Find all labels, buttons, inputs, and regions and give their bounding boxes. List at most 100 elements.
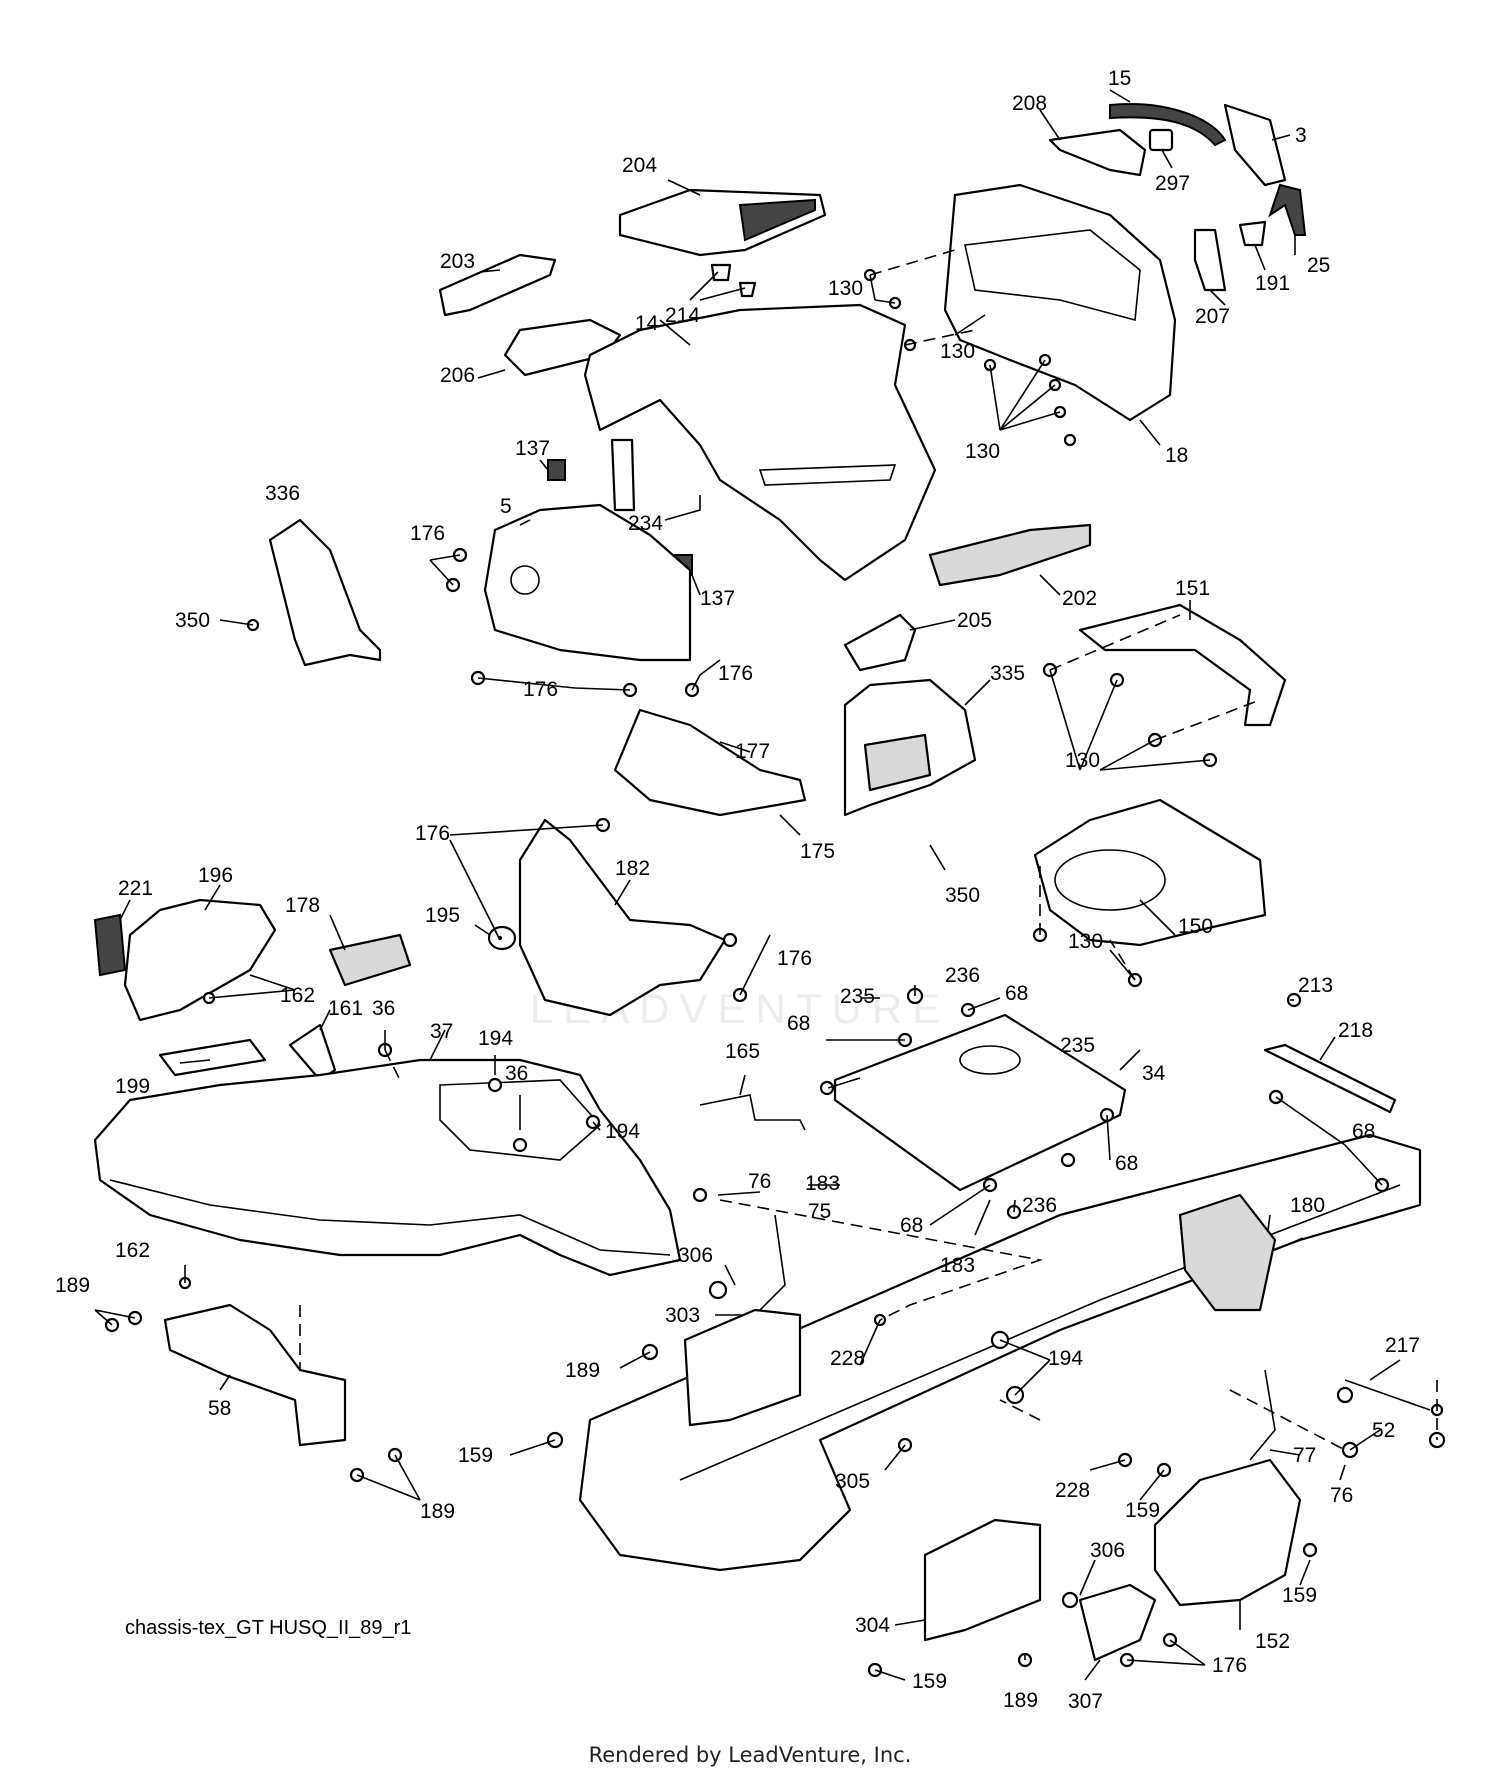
label-221: 221 — [118, 877, 153, 900]
label-176-panel-right: 176 — [777, 947, 812, 970]
part-180-hitch — [1178, 1193, 1277, 1312]
part-37-rim — [109, 1179, 671, 1256]
label-204: 204 — [622, 154, 657, 177]
label-189-bottom-center: 189 — [1003, 1689, 1038, 1712]
part-165 — [699, 1094, 806, 1131]
label-306-bottom: 306 — [1090, 1539, 1125, 1562]
part-137a — [547, 459, 566, 481]
label-235-right: 235 — [1060, 1034, 1095, 1057]
label-214: 214 — [665, 304, 700, 327]
label-236-bottom: 236 — [1022, 1194, 1057, 1217]
part-18 — [943, 183, 1177, 422]
label-15: 15 — [1108, 67, 1131, 90]
label-304: 304 — [855, 1614, 890, 1637]
label-77: 77 — [1293, 1444, 1316, 1467]
part-218 — [1263, 1043, 1397, 1114]
part-18-mesh — [964, 229, 1141, 322]
label-176-dash-bottom: 176 — [523, 678, 558, 701]
part-34 — [833, 1013, 1127, 1192]
label-206: 206 — [440, 364, 475, 387]
label-178: 178 — [285, 894, 320, 917]
part-304 — [923, 1518, 1042, 1642]
part-15 — [1109, 103, 1227, 147]
part-3 — [1223, 103, 1287, 187]
label-305: 305 — [835, 1470, 870, 1493]
part-34-hole — [959, 1045, 1021, 1075]
label-68-plate-right: 68 — [1115, 1152, 1138, 1175]
part-191 — [1238, 220, 1267, 247]
part-150 — [1033, 798, 1267, 947]
label-130-shroud: 130 — [1068, 930, 1103, 953]
label-228-top: 228 — [830, 1347, 865, 1370]
part-205 — [843, 613, 917, 672]
label-161: 161 — [328, 997, 363, 1020]
label-75: 75 — [808, 1200, 831, 1223]
label-58: 58 — [208, 1397, 231, 1420]
label-14: 14 — [635, 312, 659, 335]
label-207: 207 — [1195, 305, 1230, 328]
label-307: 307 — [1068, 1690, 1103, 1713]
render-credit: Rendered by LeadVenture, Inc. — [588, 1743, 912, 1767]
part-182 — [518, 818, 727, 1017]
label-175: 175 — [800, 840, 835, 863]
label-137-top: 137 — [515, 437, 550, 460]
label-130-bracket: 130 — [1065, 749, 1100, 772]
label-159-bottom: 159 — [912, 1670, 947, 1693]
label-137-lower: 137 — [700, 587, 735, 610]
part-335-mesh — [863, 733, 932, 792]
fasteners — [104, 268, 1446, 1678]
part-178 — [328, 933, 412, 987]
diagram-caption: chassis-tex_GT HUSQ_II_89_r1 — [125, 1617, 412, 1639]
part-196 — [123, 898, 277, 1022]
part-221 — [93, 913, 127, 977]
label-152: 152 — [1255, 1630, 1290, 1653]
part-77 — [1249, 1369, 1276, 1461]
part-307 — [1078, 1583, 1157, 1662]
part-labels: 15 208 3 297 204 25 191 207 203 214 130 … — [55, 67, 1420, 1713]
label-217: 217 — [1385, 1334, 1420, 1357]
part-shapes — [93, 103, 1446, 1678]
part-202 — [928, 523, 1092, 587]
label-189-left: 189 — [55, 1274, 90, 1297]
part-203 — [438, 253, 557, 317]
leader-lines — [94, 89, 1401, 1681]
label-336: 336 — [265, 482, 300, 505]
assembly-lines — [299, 249, 1438, 1451]
label-176-dash-left: 176 — [410, 522, 445, 545]
label-159-step-left: 159 — [1125, 1499, 1160, 1522]
part-217 — [1344, 1379, 1431, 1411]
part-180-rail — [679, 1184, 1401, 1481]
label-68-top: 68 — [1005, 982, 1028, 1005]
part-336 — [268, 518, 382, 667]
part-161 — [288, 1023, 337, 1082]
part-14 — [583, 303, 937, 582]
label-150: 150 — [1178, 915, 1213, 938]
label-202: 202 — [1062, 587, 1097, 610]
part-234 — [610, 438, 636, 512]
part-5-knob — [510, 565, 540, 595]
part-297 — [1148, 128, 1174, 152]
label-68-left: 68 — [787, 1012, 810, 1035]
label-177: 177 — [735, 740, 770, 763]
label-18: 18 — [1165, 444, 1188, 467]
part-206 — [503, 318, 622, 377]
label-36-center: 36 — [505, 1062, 528, 1085]
part-152 — [1153, 1458, 1302, 1607]
label-159-step-right: 159 — [1282, 1584, 1317, 1607]
label-306-top: 306 — [678, 1244, 713, 1267]
label-176-shield: 176 — [1212, 1654, 1247, 1677]
label-297: 297 — [1155, 172, 1190, 195]
label-76-top: 76 — [748, 1170, 771, 1193]
label-236-top: 236 — [945, 964, 980, 987]
label-228-bottom: 228 — [1055, 1479, 1090, 1502]
part-37 — [93, 1058, 682, 1277]
label-3: 3 — [1295, 124, 1307, 147]
label-159-left: 159 — [458, 1444, 493, 1467]
label-176-panel-top: 176 — [415, 822, 450, 845]
label-162-top: 162 — [280, 984, 315, 1007]
label-165: 165 — [725, 1040, 760, 1063]
part-37-seat-opening — [439, 1079, 602, 1161]
label-76-right: 76 — [1330, 1484, 1353, 1507]
label-189-center: 189 — [565, 1359, 600, 1382]
